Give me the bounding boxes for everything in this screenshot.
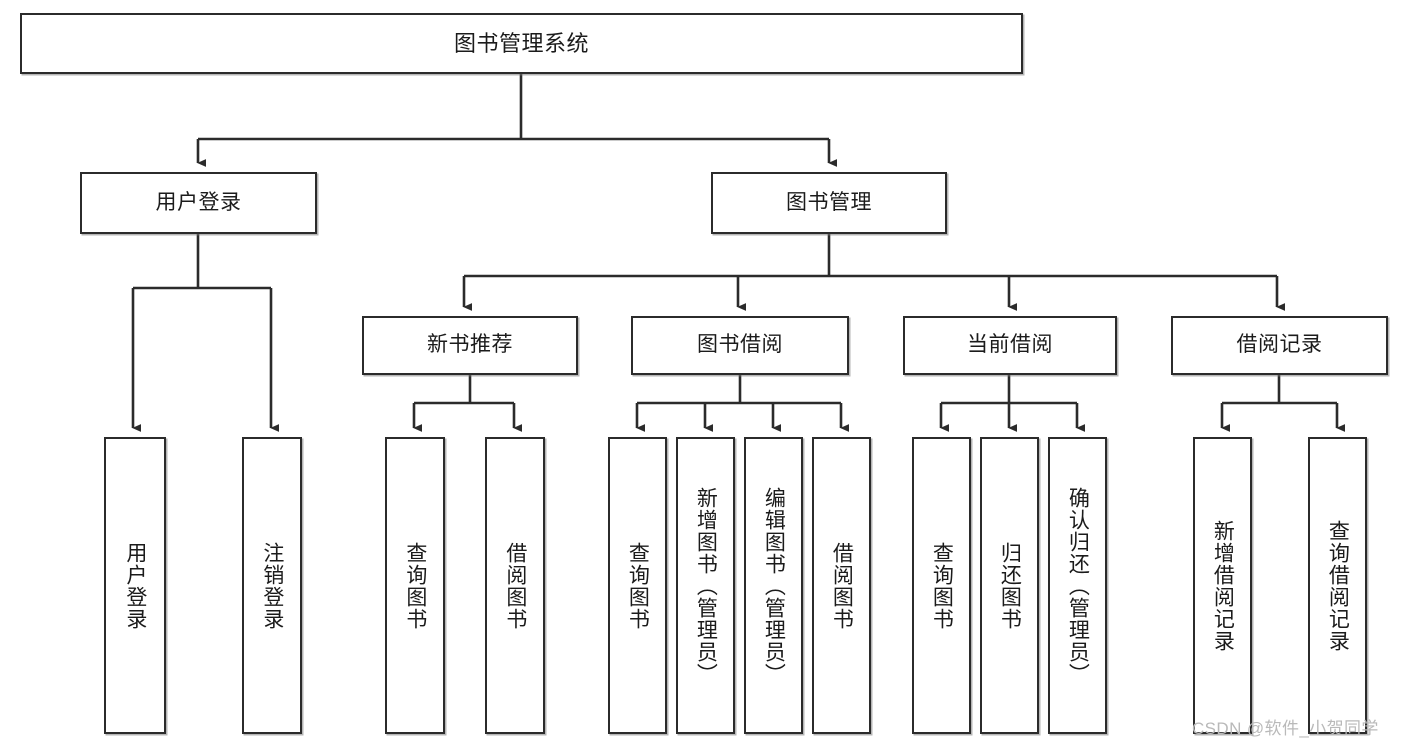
- node-label: 新增图书（管理员）: [694, 486, 718, 685]
- node-label: 查询图书: [626, 541, 650, 630]
- leaf-query-borrow-record[interactable]: 查询借阅记录: [1308, 437, 1367, 734]
- leaf-query-book-borrow[interactable]: 查询图书: [608, 437, 667, 734]
- leaf-borrow-book[interactable]: 借阅图书: [812, 437, 871, 734]
- node-borrow-record[interactable]: 借阅记录: [1171, 316, 1388, 375]
- node-label: 查询图书: [930, 541, 954, 630]
- node-root-system[interactable]: 图书管理系统: [20, 13, 1023, 74]
- node-book-borrow[interactable]: 图书借阅: [631, 316, 849, 375]
- leaf-user-login[interactable]: 用户登录: [104, 437, 166, 734]
- leaf-add-book-admin[interactable]: 新增图书（管理员）: [676, 437, 735, 734]
- node-label: 借阅图书: [830, 541, 854, 630]
- leaf-edit-book-admin[interactable]: 编辑图书（管理员）: [744, 437, 803, 734]
- node-label: 注销登录: [260, 541, 284, 630]
- node-label: 当前借阅: [967, 333, 1053, 357]
- node-user-login[interactable]: 用户登录: [80, 172, 317, 234]
- node-label: 编辑图书（管理员）: [762, 486, 786, 685]
- node-label: 借阅记录: [1236, 333, 1323, 357]
- leaf-return-book[interactable]: 归还图书: [980, 437, 1039, 734]
- node-label: 查询借阅记录: [1326, 519, 1350, 652]
- node-current-borrow[interactable]: 当前借阅: [903, 316, 1117, 375]
- node-label: 新增借阅记录: [1211, 519, 1235, 652]
- node-book-management[interactable]: 图书管理: [711, 172, 947, 234]
- leaf-add-borrow-record[interactable]: 新增借阅记录: [1193, 437, 1252, 734]
- node-new-book-recommend[interactable]: 新书推荐: [362, 316, 578, 375]
- node-label: 图书借阅: [697, 333, 783, 357]
- leaf-logout[interactable]: 注销登录: [242, 437, 302, 734]
- node-label: 图书管理: [786, 190, 872, 214]
- node-label: 图书管理系统: [453, 30, 589, 56]
- leaf-confirm-return-admin[interactable]: 确认归还（管理员）: [1048, 437, 1107, 734]
- csdn-watermark: CSDN @软件_小贺同学: [1192, 719, 1379, 738]
- leaf-borrow-book-recommend[interactable]: 借阅图书: [485, 437, 545, 734]
- node-label: 归还图书: [998, 541, 1022, 630]
- node-label: 借阅图书: [503, 541, 527, 630]
- leaf-query-book-recommend[interactable]: 查询图书: [385, 437, 445, 734]
- node-label: 新书推荐: [427, 333, 513, 357]
- node-label: 查询图书: [403, 541, 427, 630]
- node-label: 确认归还（管理员）: [1066, 486, 1090, 685]
- node-label: 用户登录: [123, 541, 147, 630]
- node-label: 用户登录: [155, 190, 242, 214]
- leaf-query-book-current[interactable]: 查询图书: [912, 437, 971, 734]
